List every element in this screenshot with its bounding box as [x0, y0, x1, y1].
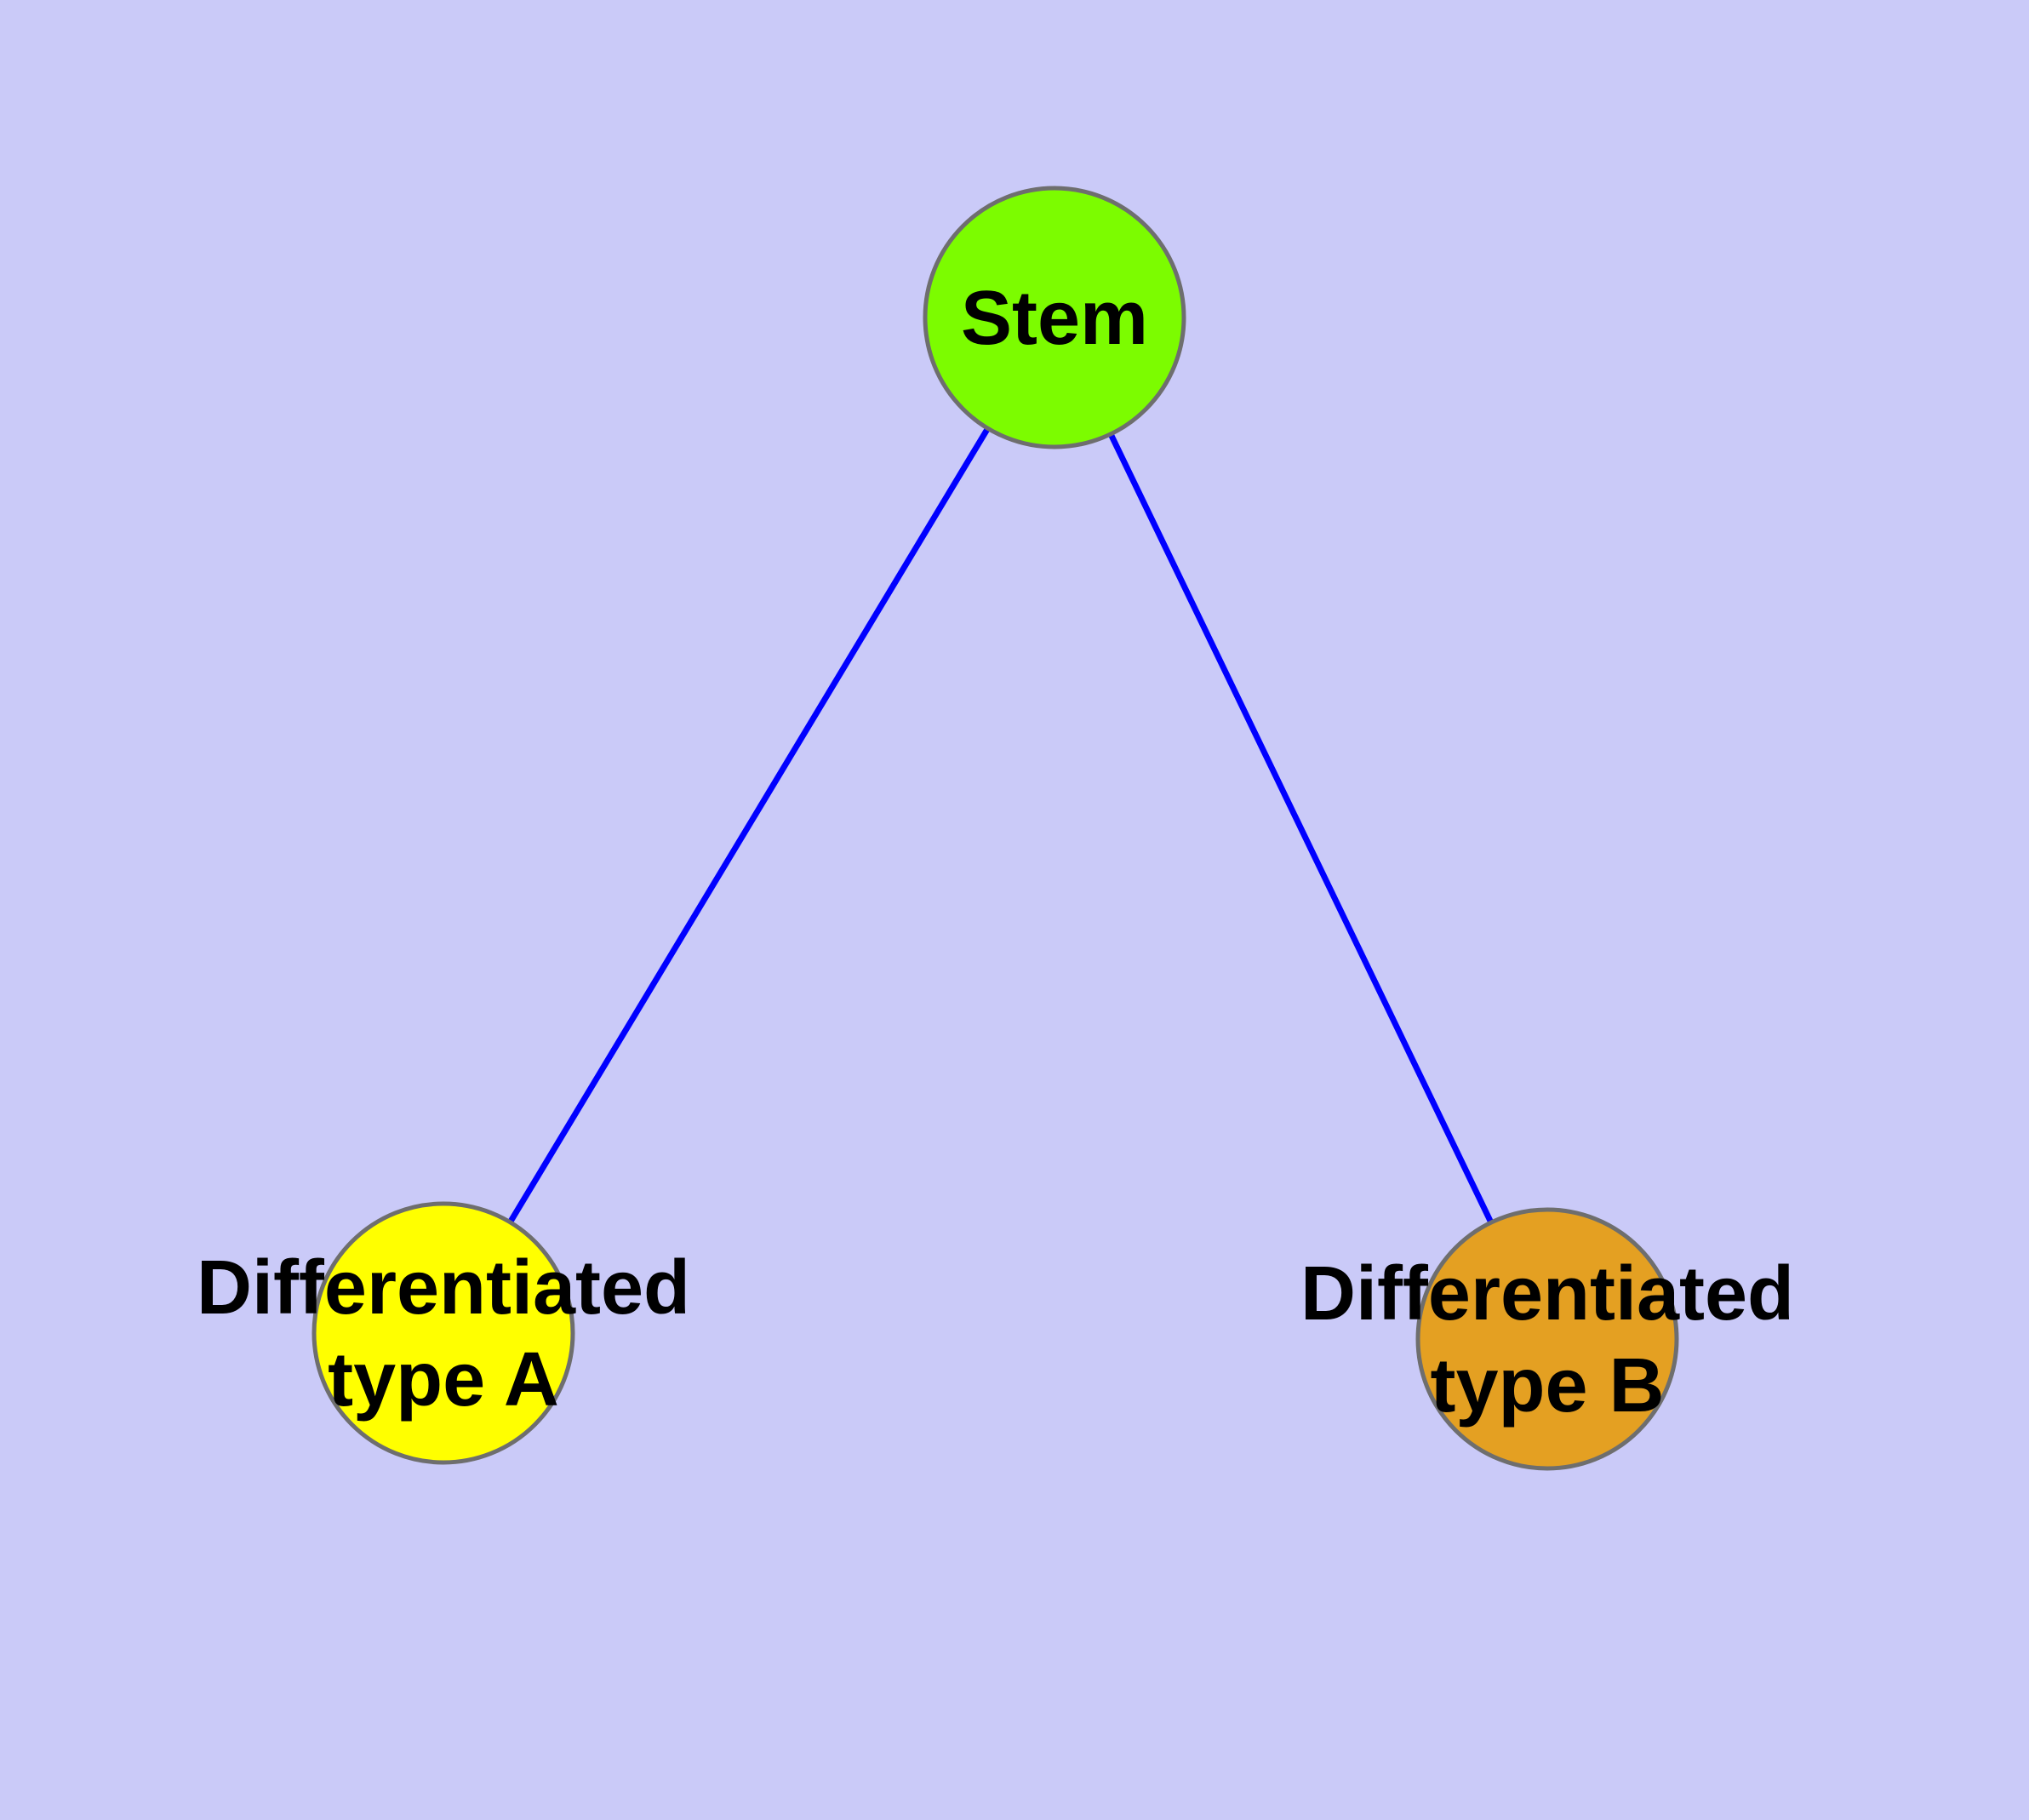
node-differentiated-type-b — [1415, 1207, 1679, 1471]
node-differentiated-type-a — [311, 1201, 575, 1465]
node-stem-label: Stem — [961, 276, 1148, 361]
edge-stem-to-type-b — [1051, 316, 1551, 1341]
edge-stem-to-type-a — [441, 316, 1057, 1335]
node-differentiated-type-a-label-line1: Differentiated — [197, 1245, 690, 1331]
node-differentiated-type-b-label-line2: type B — [1430, 1343, 1664, 1428]
node-differentiated-type-b-label-line1: Differentiated — [1300, 1251, 1794, 1336]
node-stem — [923, 186, 1186, 449]
node-differentiated-type-a-label-line2: type A — [328, 1337, 559, 1422]
